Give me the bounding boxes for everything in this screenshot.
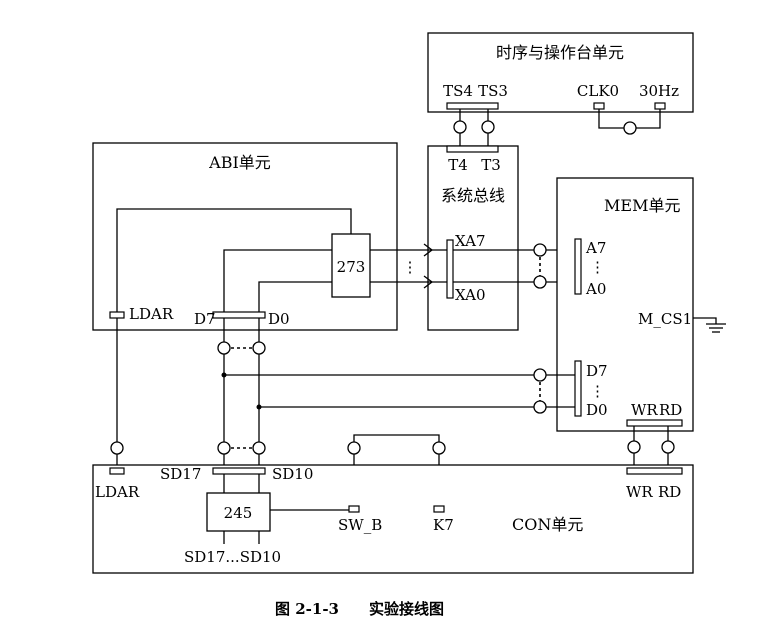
mem-wr-label: WR xyxy=(631,401,658,419)
ts-connector xyxy=(446,102,499,110)
ground-icon xyxy=(693,317,726,333)
mem-d-ellipsis: ⋮ xyxy=(590,382,605,400)
con-unit: LDAR SD17 SD10 245 SW_B K7 CON单元 WR RD S… xyxy=(92,464,694,574)
mem-d0-jack[interactable] xyxy=(533,400,547,414)
abi-addr-ellipsis: ⋮ xyxy=(403,258,418,276)
caption-number: 图 2-1-3 xyxy=(275,600,339,618)
con-wrrd-connector xyxy=(626,467,683,475)
t3-jumper-jack[interactable] xyxy=(481,120,495,134)
t3-label: T3 xyxy=(481,156,501,174)
abi-d0-label: D0 xyxy=(268,310,290,328)
timing-unit-box xyxy=(427,32,694,113)
wr-rd-lines xyxy=(627,426,675,465)
t-connector xyxy=(446,145,499,153)
con-unit-title: CON单元 xyxy=(512,515,583,534)
mem-rd-label: RD xyxy=(659,401,682,419)
abi-unit: ABI单元 273 LDAR D7 D0 xyxy=(92,142,398,331)
abi-ldar-pin[interactable] xyxy=(109,311,125,319)
clk0-label: CLK0 xyxy=(577,82,619,100)
swb-label: SW_B xyxy=(338,516,382,534)
con-unit-box xyxy=(92,464,694,574)
con-ldar-label: LDAR xyxy=(95,483,140,501)
abi-unit-title: ABI单元 xyxy=(208,153,271,172)
mem-a-ellipsis: ⋮ xyxy=(590,258,605,276)
k7-label: K7 xyxy=(433,516,454,534)
xa-connector xyxy=(446,239,454,299)
con-bus-range-label: SD17...SD10 xyxy=(184,548,281,566)
ts3-label: TS3 xyxy=(478,82,508,100)
hz30-pin[interactable] xyxy=(654,102,666,110)
xa7-label: XA7 xyxy=(455,232,486,250)
chip-245-label: 245 xyxy=(224,504,253,522)
ts-t-jumper xyxy=(453,109,495,146)
k7-jack[interactable] xyxy=(432,441,446,455)
t4-jumper-jack[interactable] xyxy=(453,120,467,134)
con-sd17-jack[interactable] xyxy=(217,441,231,455)
ts4-label: TS4 xyxy=(443,82,473,100)
clk-jumper xyxy=(598,109,661,135)
chip-245 xyxy=(206,492,271,532)
address-lines-abi: ⋮ xyxy=(397,243,447,289)
timing-unit: 时序与操作台单元 TS4 TS3 CLK0 30Hz xyxy=(427,32,694,113)
caption-text: 实验接线图 xyxy=(369,600,444,618)
con-sd17-label: SD17 xyxy=(160,465,201,483)
ldar-jack[interactable] xyxy=(110,441,124,455)
timing-unit-title: 时序与操作台单元 xyxy=(496,43,624,62)
system-bus-box xyxy=(427,145,519,331)
system-bus: T4 T3 系统总线 XA7 XA0 xyxy=(427,145,519,331)
con-ldar-pin[interactable] xyxy=(109,467,125,475)
con-sd-connector xyxy=(212,467,266,475)
m-cs1-label: M_CS1 xyxy=(638,310,692,328)
con-sd10-label: SD10 xyxy=(272,465,313,483)
ldar-line xyxy=(110,318,124,465)
abi-d7-jack[interactable] xyxy=(217,341,231,355)
con-rd-label: RD xyxy=(658,483,681,501)
abi-d-connector xyxy=(212,311,266,319)
mem-wrrd-connector xyxy=(626,419,683,427)
a7-jack[interactable] xyxy=(533,243,547,257)
abi-ldar-label: LDAR xyxy=(129,305,174,323)
mem-unit: MEM单元 A7 ⋮ A0 M_CS1 D7 ⋮ D0 WR RD xyxy=(556,177,694,432)
t4-label: T4 xyxy=(448,156,468,174)
k7-pin[interactable] xyxy=(433,505,445,513)
mem-a7-label: A7 xyxy=(585,239,606,257)
chip-273 xyxy=(331,233,371,298)
clk-jumper-jack[interactable] xyxy=(623,121,637,135)
figure-caption: 图 2-1-3 实验接线图 xyxy=(275,600,444,618)
wr-jack[interactable] xyxy=(627,440,641,454)
con-sd10-jack[interactable] xyxy=(252,441,266,455)
mem-a-connector xyxy=(574,238,582,295)
a0-jack[interactable] xyxy=(533,275,547,289)
swb-jack[interactable] xyxy=(347,441,361,455)
mem-d0-label: D0 xyxy=(586,401,608,419)
system-bus-title: 系统总线 xyxy=(441,186,505,205)
xa0-label: XA0 xyxy=(455,286,486,304)
mem-unit-title: MEM单元 xyxy=(604,196,680,215)
abi-d7-label: D7 xyxy=(194,310,216,328)
rd-jack[interactable] xyxy=(661,440,675,454)
mem-a0-label: A0 xyxy=(585,280,606,298)
con-wr-label: WR xyxy=(626,483,653,501)
clk0-pin[interactable] xyxy=(593,102,605,110)
mem-d-connector xyxy=(574,360,582,417)
swb-pin[interactable] xyxy=(348,505,360,513)
mem-d7-label: D7 xyxy=(586,362,608,380)
hz30-label: 30Hz xyxy=(639,82,679,100)
data-lines xyxy=(217,318,575,465)
abi-d0-jack[interactable] xyxy=(252,341,266,355)
chip-273-label: 273 xyxy=(337,258,366,276)
mem-d7-jack[interactable] xyxy=(533,368,547,382)
